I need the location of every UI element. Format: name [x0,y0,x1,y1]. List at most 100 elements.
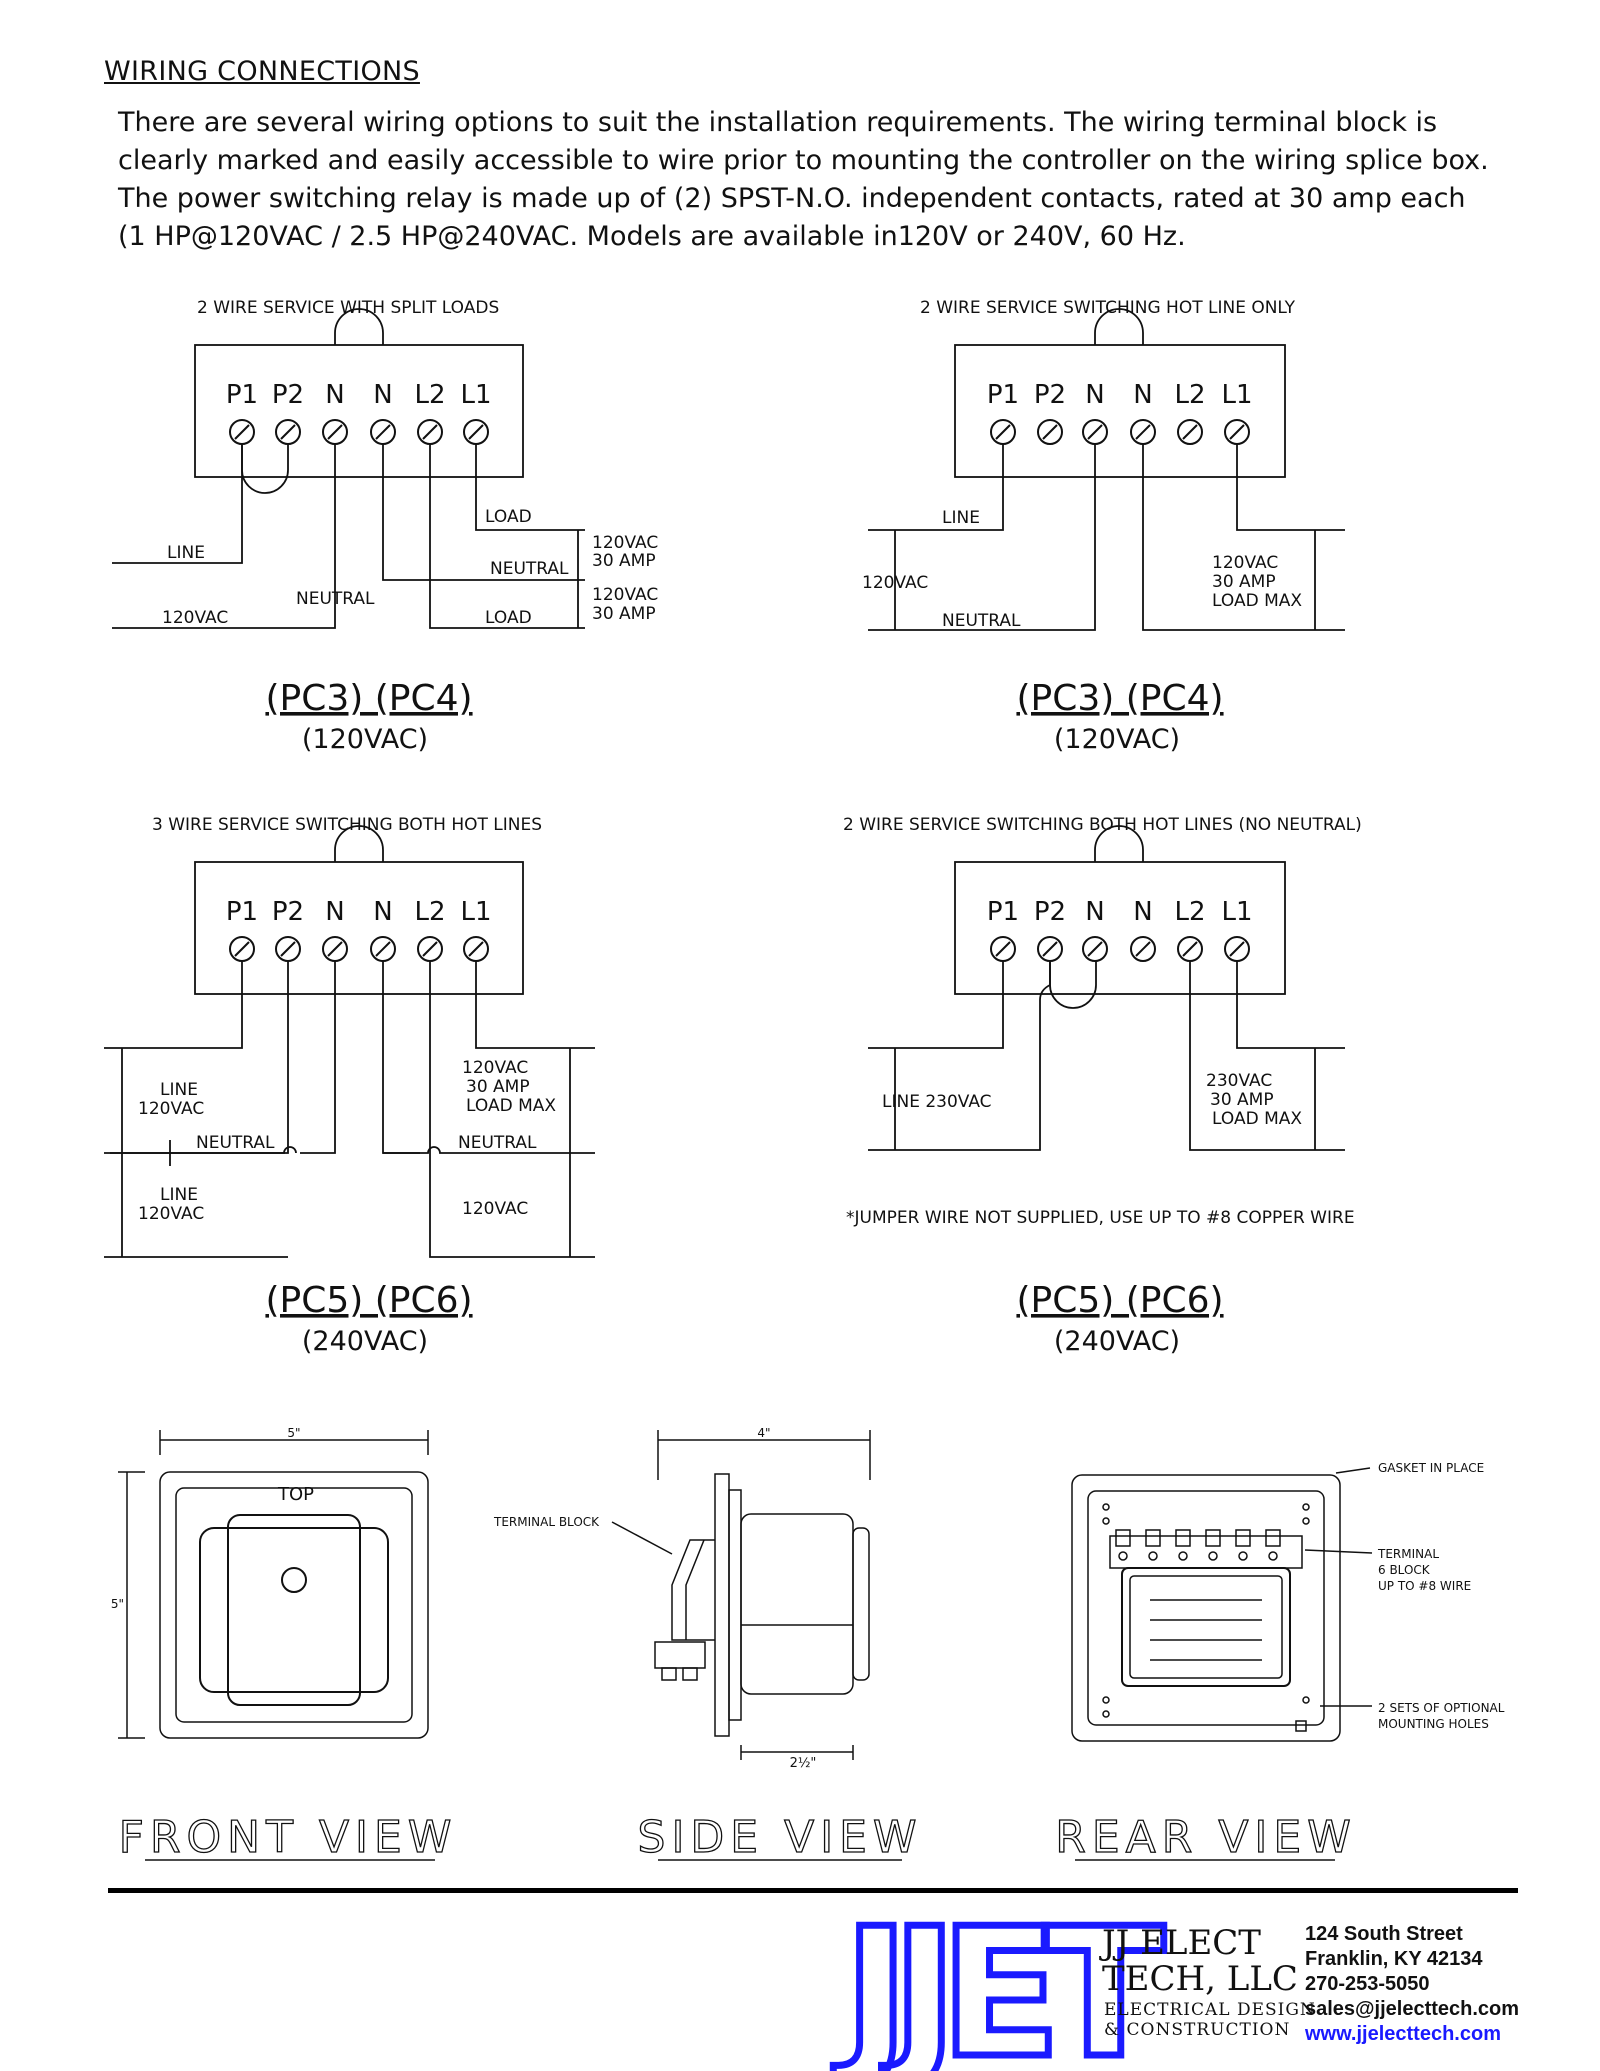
svg-text:N: N [1085,897,1104,927]
svg-text:LINE: LINE [942,508,980,528]
page-title: WIRING CONNECTIONS [104,56,420,87]
company-contact: 124 South Street Franklin, KY 42134 270-… [1305,1922,1519,2047]
diagram-hot-line-only: 2 WIRE SERVICE SWITCHING HOT LINE ONLY P… [862,298,1345,755]
svg-text:230VAC: 230VAC [1206,1071,1272,1091]
svg-text:120VAC: 120VAC [138,1099,204,1119]
voltage-label: (120VAC) [302,724,428,755]
rear-view: GASKET IN PLACE TERMINAL 6 BLOCK UP TO #… [1055,1461,1505,1864]
view-caption: SIDE VIEW [638,1812,923,1863]
svg-text:N: N [325,897,344,927]
svg-text:N: N [373,380,392,410]
svg-text:30 AMP: 30 AMP [592,604,656,624]
company-name: JJ ELECT TECH, LLC [1102,1923,1298,1999]
front-view: 5" 5" TOP FRONT VIEW [111,1426,458,1864]
terminal-labels: P1 P2 N N L2 L1 [226,380,492,410]
svg-text:L2: L2 [1174,380,1205,410]
svg-text:N: N [325,380,344,410]
jumper-note: *JUMPER WIRE NOT SUPPLIED, USE UP TO #8 … [846,1208,1355,1228]
model-label: (PC5) (PC6) [1016,1280,1223,1321]
model-label: (PC3) (PC4) [265,678,472,719]
svg-text:P1: P1 [987,897,1019,927]
svg-text:P1: P1 [987,380,1019,410]
svg-text:P1: P1 [226,897,258,927]
svg-text:120VAC: 120VAC [1212,553,1278,573]
svg-text:N: N [373,897,392,927]
website-link[interactable]: www.jjelecttech.com [1305,2023,1501,2045]
svg-text:5": 5" [111,1597,124,1611]
svg-text:NEUTRAL: NEUTRAL [196,1133,275,1153]
svg-text:30 AMP: 30 AMP [1212,572,1276,592]
voltage-label: (240VAC) [302,1326,428,1357]
email-link[interactable]: sales@jjelecttech.com [1305,1998,1520,2020]
svg-text:4": 4" [757,1426,770,1440]
svg-text:NEUTRAL: NEUTRAL [490,559,569,579]
svg-text:UP TO #8 WIRE: UP TO #8 WIRE [1378,1579,1471,1593]
company-tagline: ELECTRICAL DESIGN & CONSTRUCTION [1104,2000,1316,2040]
svg-text:120VAC: 120VAC [592,533,658,553]
address: 124 South Street [1305,1923,1463,1945]
view-caption: REAR VIEW [1055,1812,1356,1863]
intro-paragraph: There are several wiring options to suit… [118,104,1538,256]
diagram-split-loads: 2 WIRE SERVICE WITH SPLIT LOADS P1 P2 N … [112,298,658,755]
intro-line: The power switching relay is made up of … [118,183,1466,214]
diagram-title: 2 WIRE SERVICE SWITCHING HOT LINE ONLY [920,298,1296,318]
svg-text:P2: P2 [1034,897,1066,927]
model-label: (PC5) (PC6) [265,1280,472,1321]
diagram-title: 2 WIRE SERVICE WITH SPLIT LOADS [197,298,499,318]
svg-text:L1: L1 [460,897,491,927]
svg-text:LOAD MAX: LOAD MAX [1212,591,1302,611]
svg-text:120VAC: 120VAC [592,585,658,605]
svg-text:L2: L2 [1174,897,1205,927]
svg-text:NEUTRAL: NEUTRAL [458,1133,537,1153]
svg-text:L1: L1 [1221,380,1252,410]
intro-line: clearly marked and easily accessible to … [118,145,1489,176]
svg-text:30 AMP: 30 AMP [592,551,656,571]
svg-text:30 AMP: 30 AMP [466,1077,530,1097]
svg-text:120VAC: 120VAC [462,1199,528,1219]
svg-text:P2: P2 [272,897,304,927]
city: Franklin, KY 42134 [1305,1948,1483,1970]
svg-text:120VAC: 120VAC [862,573,928,593]
svg-text:LINE: LINE [160,1080,198,1100]
intro-line: (1 HP@120VAC / 2.5 HP@240VAC. Models are… [118,221,1186,252]
svg-text:P2: P2 [1034,380,1066,410]
diagram-3-wire-both-hot: 3 WIRE SERVICE SWITCHING BOTH HOT LINES … [104,815,595,1357]
phone: 270-253-5050 [1305,1973,1430,1995]
svg-text:LOAD: LOAD [485,608,532,628]
svg-text:L1: L1 [460,380,491,410]
svg-text:6 BLOCK: 6 BLOCK [1378,1563,1431,1577]
svg-text:LOAD MAX: LOAD MAX [466,1096,556,1116]
svg-text:N: N [1133,897,1152,927]
svg-text:L2: L2 [414,380,445,410]
svg-text:P1: P1 [226,380,258,410]
svg-text:5": 5" [287,1426,300,1440]
svg-text:LINE 230VAC: LINE 230VAC [882,1092,992,1112]
svg-text:2½": 2½" [790,1756,817,1771]
svg-text:30 AMP: 30 AMP [1210,1090,1274,1110]
voltage-label: (120VAC) [1054,724,1180,755]
svg-text:TOP: TOP [277,1484,314,1505]
svg-text:120VAC: 120VAC [162,608,228,628]
svg-text:L1: L1 [1221,897,1252,927]
intro-line: There are several wiring options to suit… [118,107,1438,138]
svg-text:GASKET IN PLACE: GASKET IN PLACE [1378,1461,1484,1475]
view-caption: FRONT VIEW [119,1812,458,1863]
svg-text:2 SETS OF OPTIONAL: 2 SETS OF OPTIONAL [1378,1701,1505,1715]
terminal-screws [229,419,489,445]
svg-text:NEUTRAL: NEUTRAL [296,589,375,609]
voltage-label: (240VAC) [1054,1326,1180,1357]
company-logo: JJET [830,1887,1186,2071]
svg-text:P2: P2 [272,380,304,410]
svg-text:LOAD MAX: LOAD MAX [1212,1109,1302,1129]
diagram-title: 2 WIRE SERVICE SWITCHING BOTH HOT LINES … [843,815,1362,835]
svg-text:N: N [1085,380,1104,410]
svg-text:LINE: LINE [167,543,205,563]
svg-text:N: N [1133,380,1152,410]
side-view: 4" TERMINAL BLOCK 2½" SIDE VIEW [493,1426,923,1864]
svg-text:TERMINAL: TERMINAL [1377,1547,1439,1561]
footer-divider [108,1888,1518,1893]
diagram-title: 3 WIRE SERVICE SWITCHING BOTH HOT LINES [152,815,542,835]
svg-text:120VAC: 120VAC [462,1058,528,1078]
svg-text:120VAC: 120VAC [138,1204,204,1224]
